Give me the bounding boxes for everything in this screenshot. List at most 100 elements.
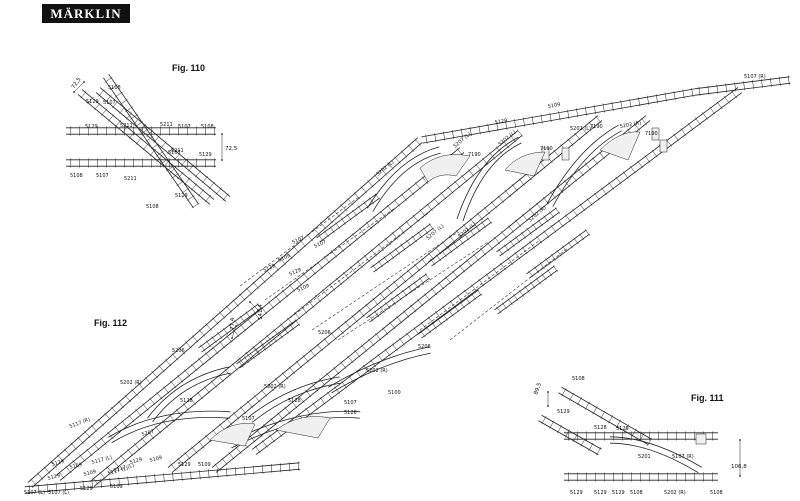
track-part-label: 5128 <box>594 425 607 431</box>
tie <box>424 293 431 301</box>
track-piece-block <box>695 433 707 445</box>
track-segment <box>198 303 262 353</box>
tie <box>150 143 159 150</box>
tie <box>309 267 317 275</box>
tie <box>471 284 478 292</box>
tie <box>608 415 614 424</box>
track-part-label: 5211 <box>160 122 173 128</box>
tie <box>526 227 532 235</box>
tie <box>584 229 590 236</box>
tie <box>142 143 149 151</box>
rail <box>81 89 215 200</box>
tie <box>356 260 364 268</box>
track-part-label: 72,5 <box>225 146 238 152</box>
rail <box>255 92 743 455</box>
rail <box>147 366 230 419</box>
tie <box>572 208 579 217</box>
track-part-label: 5202 (L) <box>457 221 477 239</box>
track-part-label: 5129 <box>570 490 583 496</box>
track-part-label: 5107 <box>96 173 109 179</box>
tie <box>283 327 289 335</box>
tie <box>156 392 163 400</box>
tie <box>148 431 155 440</box>
tie <box>190 183 198 191</box>
tie <box>254 312 261 321</box>
tie <box>363 254 370 263</box>
tie <box>372 216 380 224</box>
tie <box>396 316 403 324</box>
dimension-stroke <box>231 325 237 339</box>
tie <box>598 151 606 160</box>
tie <box>463 289 470 298</box>
tie <box>549 112 552 122</box>
tie <box>298 395 305 403</box>
tie <box>507 298 513 306</box>
curved-track <box>247 376 341 423</box>
tie <box>362 364 369 373</box>
tie <box>407 144 415 152</box>
tie <box>203 386 210 394</box>
track-part-label: 5108 <box>108 85 121 91</box>
tie <box>270 418 277 426</box>
tie <box>239 315 245 323</box>
tie <box>109 84 118 90</box>
tie <box>149 397 156 406</box>
tie <box>64 481 66 492</box>
tie <box>441 250 447 258</box>
tie <box>373 174 381 182</box>
tie <box>269 434 275 443</box>
tie <box>487 123 490 133</box>
tie <box>385 302 391 309</box>
track-part-label: 5109 <box>198 462 211 468</box>
tie <box>469 218 477 226</box>
track-part-label: 5128 <box>288 398 301 404</box>
tie <box>170 380 177 389</box>
tie <box>497 195 504 203</box>
tie <box>301 306 308 314</box>
tie <box>567 109 570 119</box>
rail <box>331 352 431 394</box>
tie <box>319 397 326 405</box>
tie <box>391 232 398 240</box>
tie <box>608 182 615 190</box>
tie <box>141 437 148 445</box>
track-segment <box>66 158 216 168</box>
rail <box>694 76 790 90</box>
tie <box>620 100 623 110</box>
rail <box>31 142 423 488</box>
curved-track <box>456 136 522 222</box>
track-part-label: 5107 (L) <box>48 490 69 496</box>
tie <box>365 303 372 312</box>
tie <box>524 285 530 293</box>
tie <box>255 348 261 355</box>
tie <box>533 266 540 274</box>
tie <box>498 248 504 256</box>
tie <box>567 241 573 249</box>
track-part-label: 5107 <box>242 416 255 422</box>
tie <box>268 301 275 309</box>
tie <box>124 394 131 403</box>
dimension-tick <box>739 439 741 441</box>
buffer-stop <box>651 127 660 141</box>
track-part-label: 5202 (L) <box>570 126 591 132</box>
track-part-label: 5108 <box>572 376 585 382</box>
tie <box>191 202 200 209</box>
tie <box>295 360 302 369</box>
track-part-label: 5129 <box>557 409 570 415</box>
track-segment <box>418 289 482 339</box>
tie <box>211 336 217 344</box>
tie <box>423 227 429 235</box>
tie <box>228 323 234 331</box>
tie <box>154 474 156 484</box>
rail <box>422 94 696 144</box>
dimension-line <box>221 133 223 161</box>
tie <box>428 223 434 230</box>
tie <box>638 97 641 107</box>
tie <box>291 401 298 409</box>
dimension-line <box>73 81 85 93</box>
tie <box>709 106 716 115</box>
track-part-label: 5107 <box>178 124 191 130</box>
tie <box>454 180 461 189</box>
tie <box>687 122 694 131</box>
tie <box>163 386 170 394</box>
